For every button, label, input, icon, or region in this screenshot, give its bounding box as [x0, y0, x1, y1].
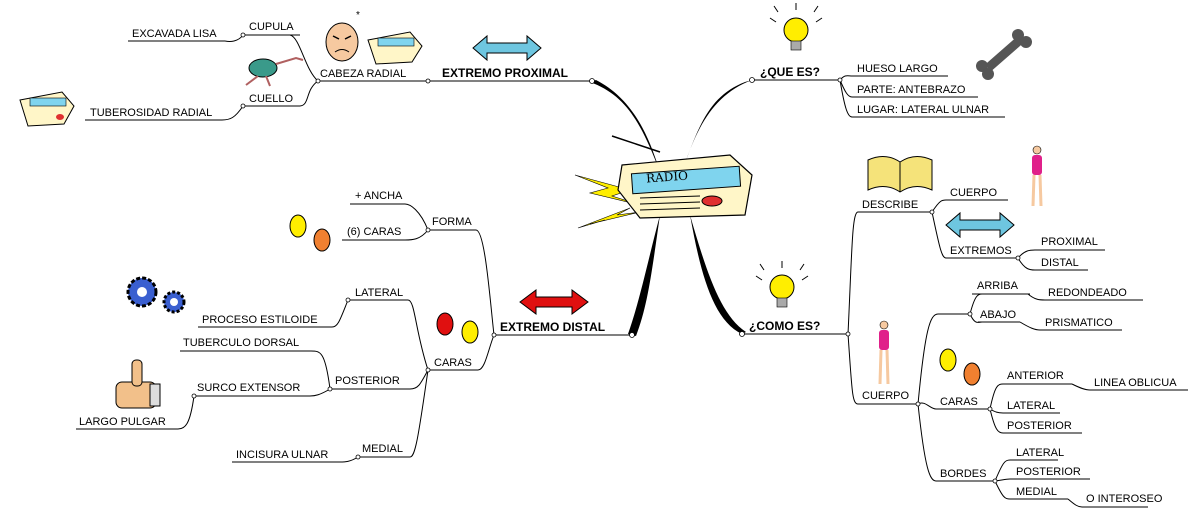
bone-icon	[976, 29, 1032, 80]
extremo-proximal-title: EXTREMO PROXIMAL	[442, 66, 569, 80]
posterior-label: POSTERIOR	[335, 375, 400, 387]
double-arrow-icon	[472, 34, 542, 62]
cuerpo-label: CUERPO	[862, 390, 910, 402]
que-es-title: ¿QUE ES?	[760, 65, 821, 79]
que-item-3: LUGAR: LATERAL ULNAR	[857, 104, 990, 116]
thumbs-up-icon	[115, 359, 161, 409]
seis-caras-label: (6) CARAS	[347, 226, 402, 238]
caras-label: CARAS	[434, 357, 472, 369]
describe-cuerpo-label: CUERPO	[950, 187, 998, 199]
angry-face-icon: *	[325, 10, 360, 62]
caras-label-right: CARAS	[940, 396, 978, 408]
caras-posterior-label: POSTERIOR	[1007, 420, 1072, 432]
bordes-medial-label: MEDIAL	[1016, 486, 1057, 498]
incisura-ulnar-label: INCISURA ULNAR	[236, 449, 329, 461]
forma-label: FORMA	[432, 216, 472, 228]
bordes-label: BORDES	[940, 468, 987, 480]
svg-text:*: *	[356, 10, 360, 21]
arriba-label: ARRIBA	[977, 280, 1018, 292]
tuberosidad-radial-label: TUBEROSIDAD RADIAL	[90, 107, 213, 119]
que-item-2: PARTE: ANTEBRAZO	[857, 84, 966, 96]
node-dots	[191, 32, 1021, 484]
anterior-label: ANTERIOR	[1007, 370, 1064, 382]
radio-icon	[19, 91, 75, 127]
largo-pulgar-label: LARGO PULGAR	[79, 416, 166, 428]
connectors	[76, 34, 1188, 508]
excavada-lisa-label: EXCAVADA LISA	[132, 28, 217, 40]
redondeado-label: REDONDEADO	[1048, 287, 1127, 299]
describe-label: DESCRIBE	[862, 199, 919, 211]
theater-masks-icon	[289, 214, 331, 252]
lightbulb-icon	[769, 3, 823, 51]
lightbulb-icon	[755, 261, 809, 308]
cuello-label: CUELLO	[249, 93, 294, 105]
gears-icon	[126, 276, 186, 314]
medial-label: MEDIAL	[362, 443, 403, 455]
extremos-label: EXTREMOS	[950, 245, 1012, 257]
radio-icon	[367, 31, 423, 65]
como-es-title: ¿COMO ES?	[749, 319, 821, 333]
book-icon	[867, 156, 933, 193]
lateral-label: LATERAL	[355, 287, 404, 299]
extremo-distal-title: EXTREMO DISTAL	[500, 320, 606, 334]
bordes-lateral-label: LATERAL	[1016, 447, 1065, 459]
radio-center-label: RADIO	[645, 168, 689, 186]
prismatico-label: PRISMATICO	[1045, 317, 1113, 329]
linea-oblicua-label: LINEA OBLICUA	[1094, 377, 1177, 389]
ostrich-icon	[245, 56, 304, 87]
surco-extensor-label: SURCO EXTENSOR	[197, 382, 301, 394]
woman-figure-icon	[878, 320, 890, 385]
tuberculo-dorsal-label: TUBERCULO DORSAL	[183, 337, 300, 349]
proximal-label: PROXIMAL	[1041, 236, 1098, 248]
bordes-posterior-label: POSTERIOR	[1016, 466, 1081, 478]
cabeza-radial-label: CABEZA RADIAL	[320, 68, 407, 80]
abajo-label: ABAJO	[980, 309, 1017, 321]
theater-masks-icon	[436, 312, 479, 344]
radio-icon	[574, 135, 753, 229]
woman-figure-icon	[1031, 145, 1043, 207]
proceso-estiloide-label: PROCESO ESTILOIDE	[202, 314, 318, 326]
o-interoseo-label: O INTEROSEO	[1086, 493, 1163, 505]
que-item-1: HUESO LARGO	[857, 63, 938, 75]
distal-label: DISTAL	[1041, 257, 1079, 269]
cupula-label: CUPULA	[249, 21, 294, 33]
theater-masks-icon	[939, 348, 981, 386]
double-arrow-icon	[519, 289, 589, 315]
caras-lateral-label: LATERAL	[1007, 400, 1056, 412]
ancha-label: + ANCHA	[355, 190, 403, 202]
double-arrow-icon	[945, 211, 1015, 239]
